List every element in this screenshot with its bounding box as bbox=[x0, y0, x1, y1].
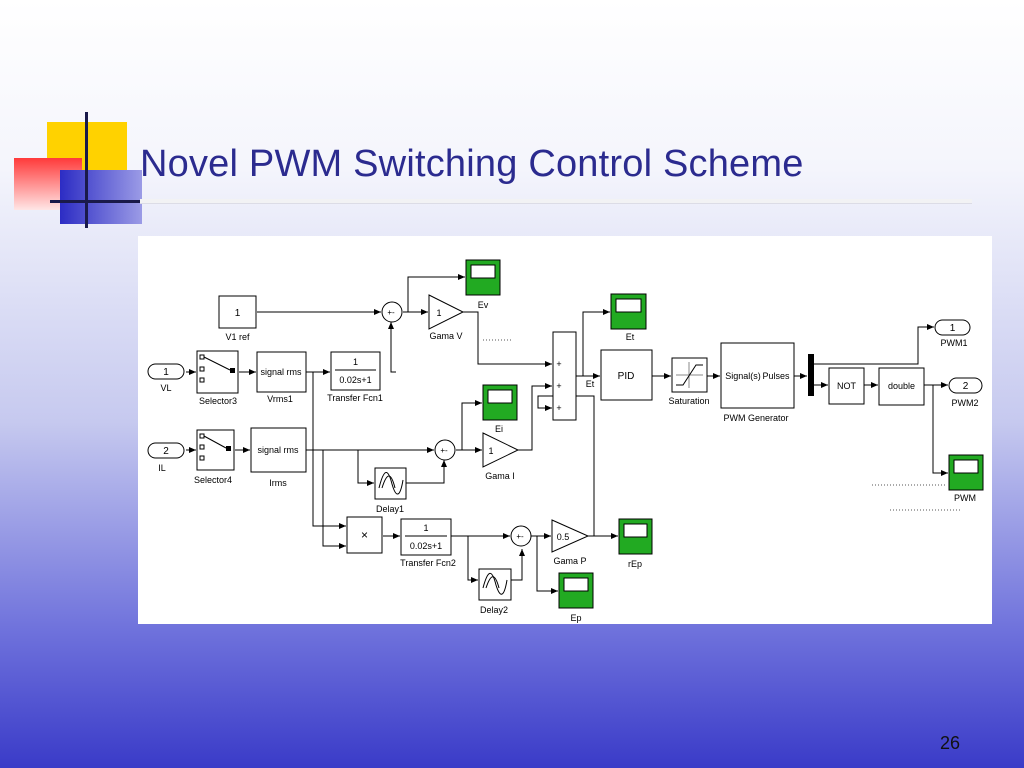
scope-pwm-label: PWM bbox=[954, 493, 976, 503]
outport-pwm2-number: 2 bbox=[963, 381, 969, 392]
tf1-numerator: 1 bbox=[353, 357, 358, 367]
delay2-block[interactable]: Delay2 bbox=[478, 568, 512, 615]
sum3-plus-3: + bbox=[556, 403, 561, 413]
irms-label: Irms bbox=[269, 478, 287, 488]
product-block[interactable]: × bbox=[346, 516, 383, 554]
vrms1-text: signal rms bbox=[260, 367, 302, 377]
scope-rep[interactable]: rEp bbox=[618, 518, 653, 569]
selector4-label: Selector4 bbox=[194, 475, 232, 485]
delay2-label: Delay2 bbox=[480, 605, 508, 615]
v1-ref-constant[interactable]: 1 V1 ref bbox=[218, 295, 257, 342]
pwm-generator-input: Signal(s) bbox=[725, 371, 761, 381]
scope-ep[interactable]: Ep bbox=[558, 572, 594, 623]
page-title: Novel PWM Switching Control Scheme bbox=[140, 143, 804, 185]
et-signal-label: Et bbox=[586, 379, 595, 389]
scope-ei[interactable]: Ei bbox=[482, 384, 518, 434]
selector3-switch[interactable]: Selector3 bbox=[196, 350, 239, 406]
gama-v-label: Gama V bbox=[429, 331, 462, 341]
gama-i-value: 1 bbox=[488, 446, 493, 456]
scope-ev-label: Ev bbox=[478, 300, 489, 310]
vrms1-label: Vrms1 bbox=[267, 394, 293, 404]
inport-vl-label: VL bbox=[160, 383, 171, 393]
delay1-block[interactable]: Delay1 bbox=[374, 467, 407, 514]
outport-pwm1[interactable]: 1 PWM1 bbox=[934, 319, 971, 348]
outport-pwm2[interactable]: 2 PWM2 bbox=[948, 377, 983, 408]
product-symbol: × bbox=[361, 528, 368, 542]
deco-vertical-line bbox=[85, 112, 88, 228]
sum2-sign: +- bbox=[440, 446, 448, 455]
gama-v-gain[interactable]: 1 Gama V bbox=[428, 294, 465, 341]
simulink-diagram: 1 V1 ref 1 VL 2 IL Selector3 Selector4 s… bbox=[138, 236, 992, 624]
tf2-numerator: 1 bbox=[423, 523, 428, 533]
sum-block-1[interactable]: +- bbox=[381, 301, 403, 323]
pwm-generator-label: PWM Generator bbox=[723, 413, 788, 423]
deco-square-blue bbox=[60, 170, 142, 224]
tf1-label: Transfer Fcn1 bbox=[327, 393, 383, 403]
saturation-label: Saturation bbox=[668, 396, 709, 406]
deco-horizontal-line bbox=[50, 200, 142, 203]
saturation-block[interactable]: Saturation bbox=[668, 357, 710, 406]
not-block[interactable]: NOT bbox=[828, 367, 865, 405]
transfer-fcn2[interactable]: 1 0.02s+1 Transfer Fcn2 bbox=[400, 518, 456, 568]
selector3-label: Selector3 bbox=[199, 396, 237, 406]
sum3-block[interactable]: + + + bbox=[552, 331, 577, 421]
tf1-denominator: 0.02s+1 bbox=[339, 375, 371, 385]
signal-lines bbox=[186, 274, 948, 594]
sum4-sign: +- bbox=[516, 532, 524, 541]
pwm-generator[interactable]: Signal(s) Pulses PWM Generator bbox=[720, 342, 795, 423]
sum3-plus-2: + bbox=[556, 381, 561, 391]
pwm-generator-output: Pulses bbox=[762, 371, 790, 381]
outport-pwm1-label: PWM1 bbox=[941, 338, 968, 348]
sum-block-2[interactable]: +- bbox=[434, 439, 456, 461]
title-divider bbox=[140, 199, 972, 203]
inport-vl[interactable]: 1 VL bbox=[147, 363, 185, 393]
vrms1-block[interactable]: signal rms Vrms1 bbox=[256, 351, 307, 404]
sum1-sign: +- bbox=[387, 308, 395, 317]
scope-et[interactable]: Et bbox=[610, 293, 647, 342]
inport-il[interactable]: 2 IL bbox=[147, 442, 185, 473]
sum-block-4[interactable]: +- bbox=[510, 525, 532, 547]
not-text: NOT bbox=[837, 381, 857, 391]
demux-bar[interactable] bbox=[808, 354, 814, 396]
selector4-switch[interactable]: Selector4 bbox=[194, 429, 235, 485]
slide-number: 26 bbox=[940, 733, 961, 753]
irms-text: signal rms bbox=[257, 445, 299, 455]
tf2-denominator: 0.02s+1 bbox=[410, 541, 442, 551]
outport-pwm2-label: PWM2 bbox=[952, 398, 979, 408]
gama-i-gain[interactable]: 1 Gama I bbox=[482, 432, 520, 481]
v1-ref-value: 1 bbox=[235, 308, 241, 319]
sum3-plus-1: + bbox=[556, 359, 561, 369]
gama-p-label: Gama P bbox=[553, 556, 586, 566]
pid-controller[interactable]: PID bbox=[600, 349, 653, 401]
tf2-label: Transfer Fcn2 bbox=[400, 558, 456, 568]
scope-rep-label: rEp bbox=[628, 559, 642, 569]
inport-il-label: IL bbox=[158, 463, 166, 473]
outport-pwm1-number: 1 bbox=[950, 323, 956, 334]
gama-p-gain[interactable]: 0.5 Gama P bbox=[551, 519, 590, 566]
scope-ep-label: Ep bbox=[570, 613, 581, 623]
gama-v-value: 1 bbox=[436, 308, 441, 318]
scope-pwm[interactable]: PWM bbox=[948, 454, 984, 503]
gama-i-label: Gama I bbox=[485, 471, 515, 481]
transfer-fcn1[interactable]: 1 0.02s+1 Transfer Fcn1 bbox=[327, 351, 383, 403]
inport-il-number: 2 bbox=[163, 446, 169, 457]
double-conversion[interactable]: double bbox=[878, 367, 925, 406]
delay1-label: Delay1 bbox=[376, 504, 404, 514]
scope-ev[interactable]: Ev bbox=[465, 259, 501, 310]
scope-ei-label: Ei bbox=[495, 424, 503, 434]
inport-vl-number: 1 bbox=[163, 367, 169, 378]
gama-p-value: 0.5 bbox=[557, 532, 570, 542]
dotted-annotations bbox=[483, 339, 960, 511]
pid-text: PID bbox=[618, 371, 635, 382]
scope-et-label: Et bbox=[626, 332, 635, 342]
irms-block[interactable]: signal rms Irms bbox=[250, 427, 307, 488]
v1-ref-label: V1 ref bbox=[225, 332, 250, 342]
double-text: double bbox=[888, 381, 915, 391]
